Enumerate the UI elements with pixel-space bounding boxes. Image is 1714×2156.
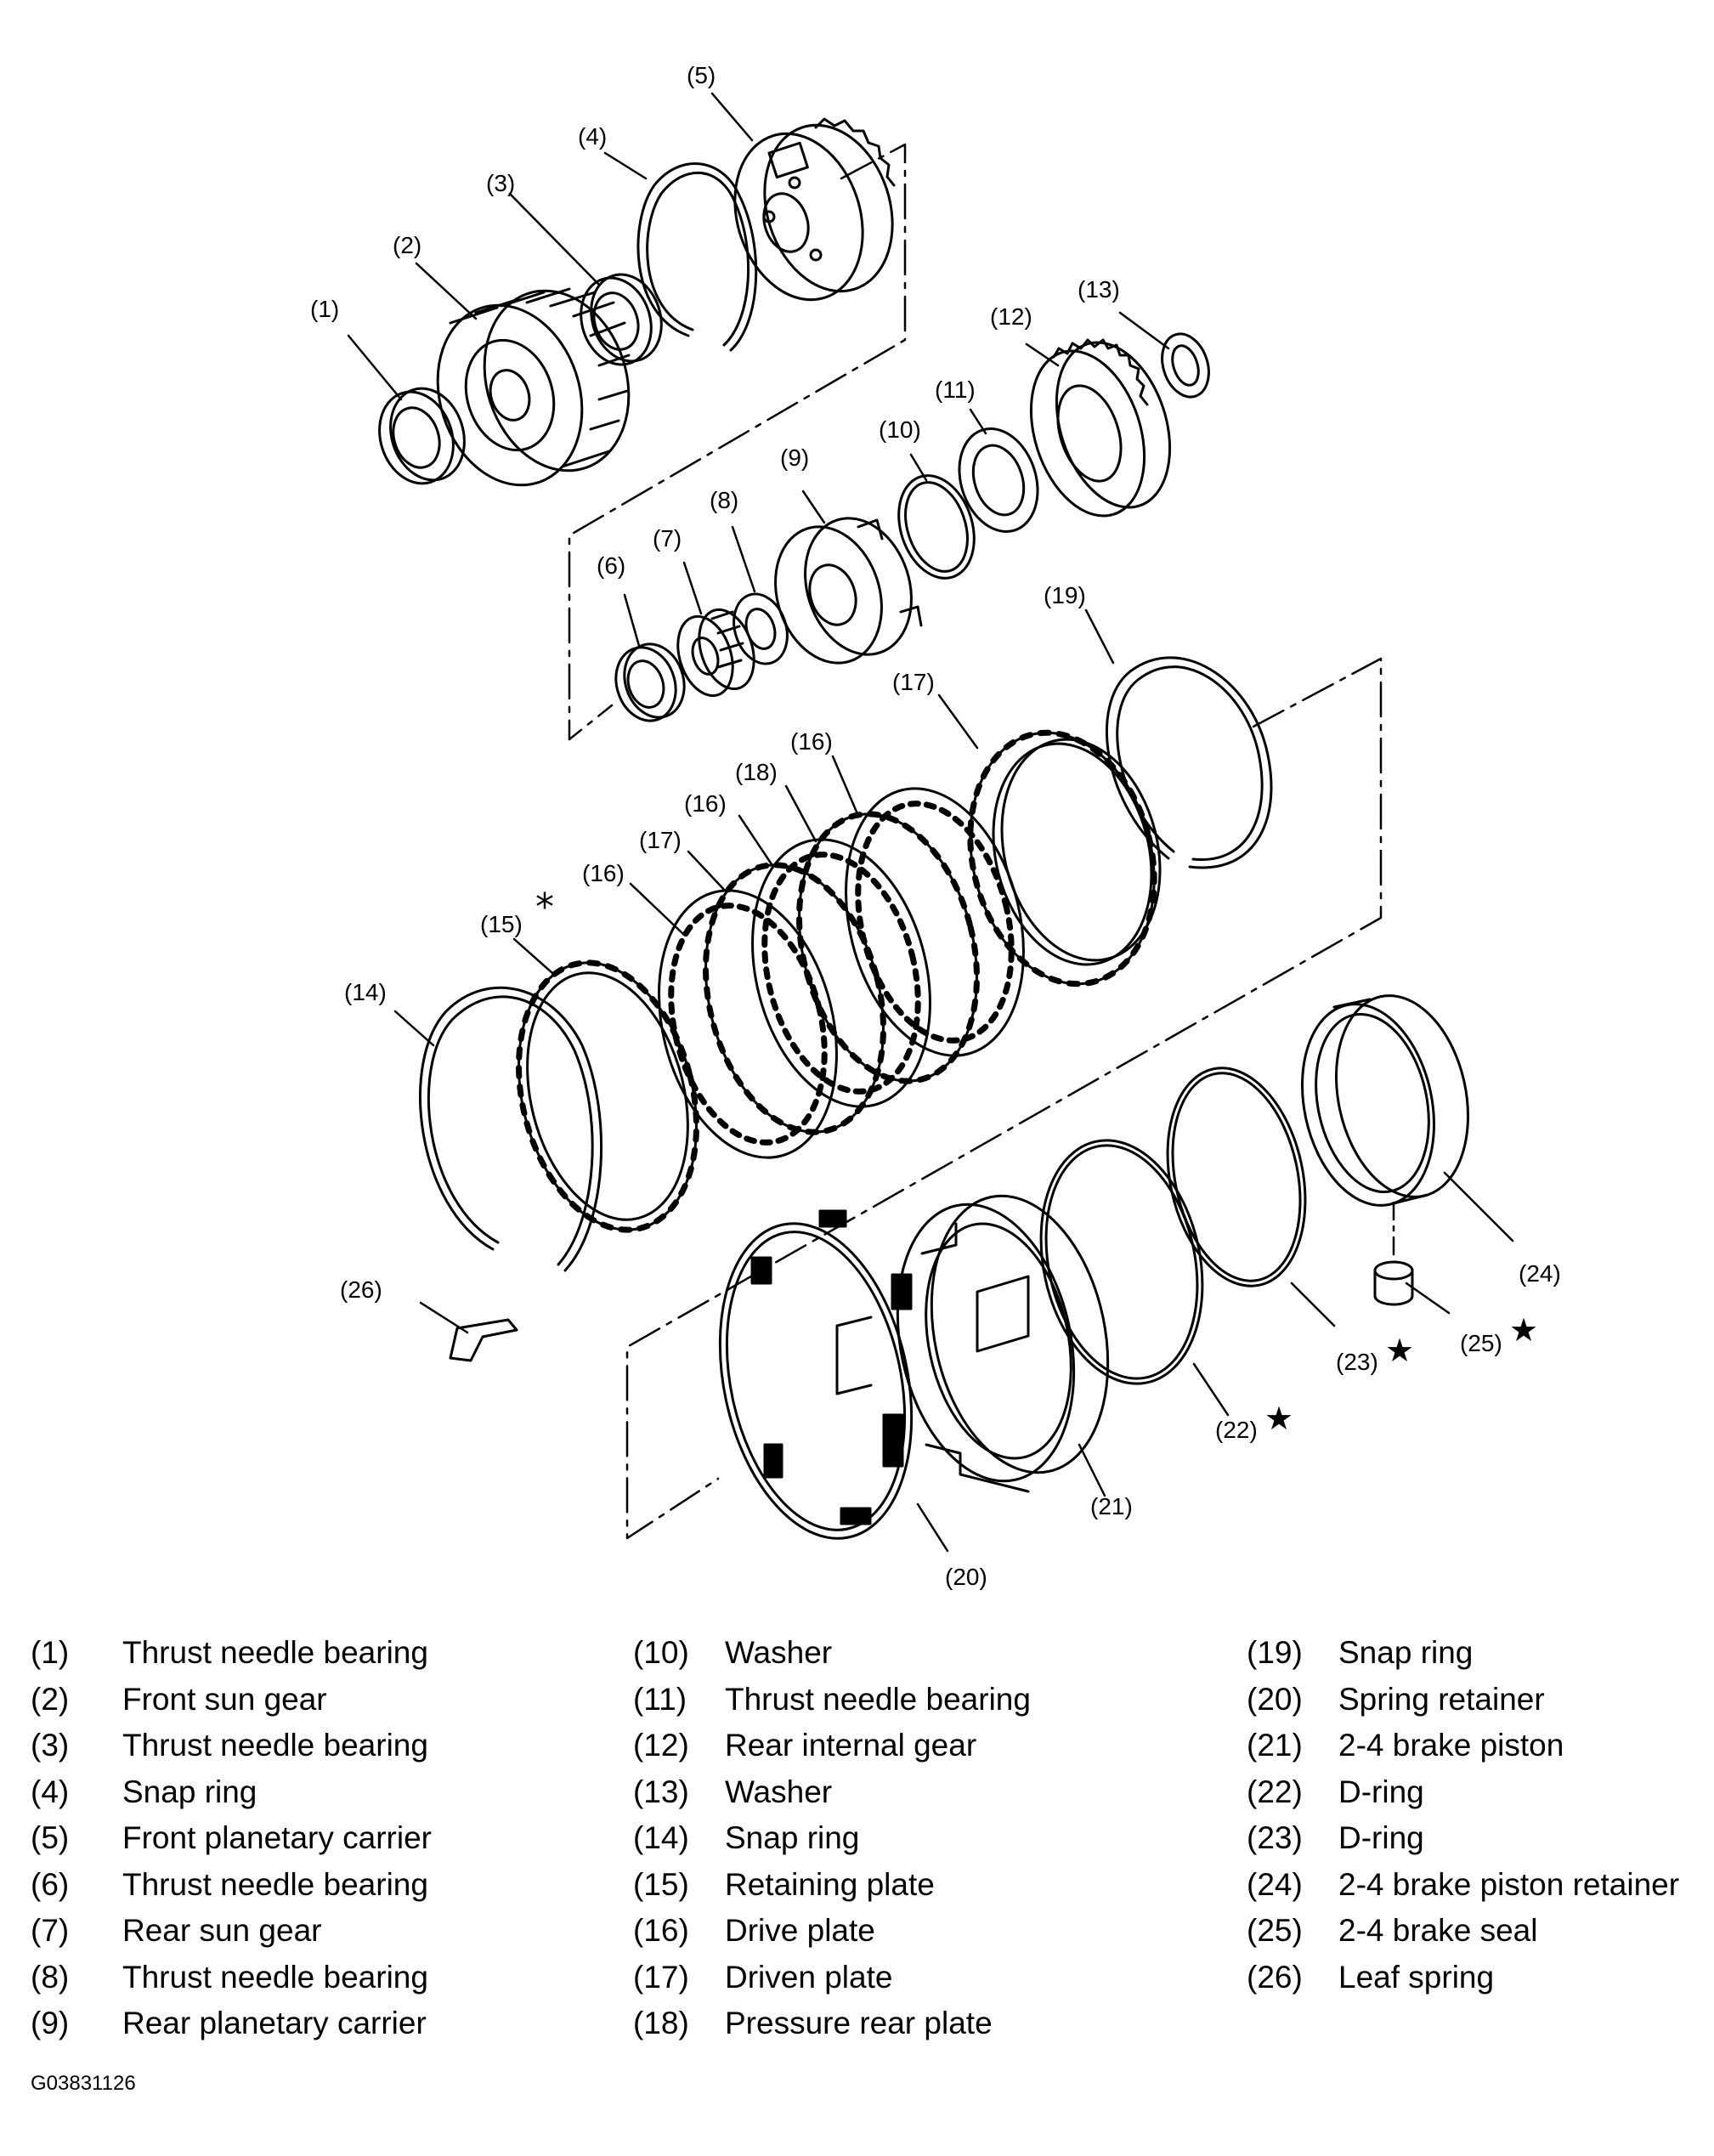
callout-18: (17) xyxy=(892,669,935,695)
exploded-parts-diagram: (1) (2) (3) (4) (5) (6) (7) (8) (9) (10)… xyxy=(310,62,1561,1590)
legend-row: (24)2-4 brake piston retainer xyxy=(1247,1866,1680,1902)
part-18-pressure-rear-plate xyxy=(967,729,1162,987)
callout-5: (5) xyxy=(687,62,716,88)
callout-3: (3) xyxy=(486,170,515,196)
part-10-washer xyxy=(897,474,976,580)
callout-19: (19) xyxy=(1044,582,1086,608)
legend-row: (3)Thrust needle bearing xyxy=(31,1728,428,1763)
legend-row: (20)Spring retainer xyxy=(1247,1681,1545,1717)
part-13-washer xyxy=(1161,332,1210,399)
part-2-front-sun-gear xyxy=(436,287,631,487)
callout-labels: (1) (2) (3) (4) (5) (6) (7) (8) (9) (10)… xyxy=(310,62,1561,1590)
part-25-2-4-brake-seal xyxy=(1373,1201,1414,1306)
callout-15: (15) xyxy=(480,911,523,937)
legend-row: (25)2-4 brake seal xyxy=(1247,1913,1538,1949)
legend-row: (15)Retaining plate xyxy=(633,1866,935,1902)
part-1-thrust-needle-bearing xyxy=(378,387,466,485)
part-12-rear-internal-gear xyxy=(1029,338,1172,518)
legend-row: (21)2-4 brake piston xyxy=(1247,1728,1564,1763)
figure-code: G03831126 xyxy=(31,2072,136,2095)
legend-row: (18)Pressure rear plate xyxy=(633,2006,993,2041)
callout-25: (25) xyxy=(1460,1330,1502,1356)
callout-7: (7) xyxy=(653,525,682,552)
callout-8: (8) xyxy=(710,487,738,513)
callout-22: (22) xyxy=(1215,1417,1258,1443)
callout-20: (20) xyxy=(945,1564,987,1590)
legend-row: (26)Leaf spring xyxy=(1247,1959,1495,1995)
legend-row: (2)Front sun gear xyxy=(31,1681,327,1717)
legend-row: (14)Snap ring xyxy=(633,1820,860,1856)
legend-row: (8)Thrust needle bearing xyxy=(31,1959,428,1995)
star-mark-22: ★ xyxy=(1264,1400,1293,1437)
star-mark-25: ★ xyxy=(1509,1311,1538,1349)
part-19-snap-ring xyxy=(1106,656,1273,869)
callout-16-a: (16) xyxy=(582,860,625,886)
callout-2: (2) xyxy=(393,232,421,258)
callout-17-b: (18) xyxy=(735,759,778,785)
part-14-snap-ring xyxy=(419,986,603,1272)
legend-row: (17)Driven plate xyxy=(633,1959,893,1995)
legend-row: (5)Front planetary carrier xyxy=(31,1820,432,1856)
callout-11: (11) xyxy=(935,376,976,403)
part-5-front-planetary-carrier xyxy=(733,117,896,302)
callout-12: (12) xyxy=(990,303,1032,330)
part-21-2-4-brake-piston xyxy=(835,1194,1110,1493)
callout-16-c: (16) xyxy=(790,728,833,755)
legend-row: (13)Washer xyxy=(633,1774,833,1809)
legend-column-2: (10)Washer (11)Thrust needle bearing (12… xyxy=(633,1630,1194,2047)
part-3-thrust-needle-bearing xyxy=(580,273,663,366)
leader-lines xyxy=(347,92,1514,1553)
part-24-2-4-brake-piston-retainer xyxy=(1301,994,1469,1207)
callout-1: (1) xyxy=(310,296,339,322)
legend-row: (10)Washer xyxy=(633,1635,833,1671)
legend-row: (7)Rear sun gear xyxy=(31,1913,322,1949)
part-8-thrust-needle-bearing xyxy=(733,592,789,665)
legend-row: (23)D-ring xyxy=(1247,1820,1424,1856)
callout-17-a: (17) xyxy=(639,827,682,853)
callout-13: (13) xyxy=(1078,276,1120,303)
legend-row: (22)D-ring xyxy=(1247,1774,1424,1809)
callout-16-b: (16) xyxy=(684,790,727,817)
part-15-retaining-plate xyxy=(516,959,699,1233)
legend-row: (11)Thrust needle bearing xyxy=(633,1681,1031,1717)
asterisk-mark: * xyxy=(535,886,554,929)
legend-row: (12)Rear internal gear xyxy=(633,1728,977,1763)
part-6-thrust-needle-bearing xyxy=(614,642,686,722)
part-16-17-clutch-plates xyxy=(658,787,1025,1159)
callout-26: (26) xyxy=(340,1276,382,1303)
legend-row: (6)Thrust needle bearing xyxy=(31,1866,428,1902)
callout-14: (14) xyxy=(344,979,387,1005)
callout-24: (24) xyxy=(1519,1260,1561,1287)
star-mark-23: ★ xyxy=(1385,1332,1414,1369)
group-boundary-lines xyxy=(568,143,1383,1540)
legend-row: (9)Rear planetary carrier xyxy=(31,2006,427,2041)
legend-column-3: (19)Snap ring (20)Spring retainer (21)2-… xyxy=(1247,1630,1706,2000)
legend-row: (1)Thrust needle bearing xyxy=(31,1635,428,1671)
part-20-spring-retainer xyxy=(718,1209,914,1540)
callout-6: (6) xyxy=(597,552,625,579)
callout-21: (21) xyxy=(1090,1493,1133,1519)
callout-10: (10) xyxy=(879,416,921,443)
part-11-thrust-needle-bearing xyxy=(958,427,1039,534)
part-26-leaf-spring xyxy=(449,1318,518,1362)
legend-row: (16)Drive plate xyxy=(633,1913,875,1949)
part-23-d-ring xyxy=(1166,1067,1307,1287)
part-22-d-ring xyxy=(1039,1139,1204,1385)
part-9-rear-planetary-carrier xyxy=(774,517,923,665)
legend-row: (4)Snap ring xyxy=(31,1774,257,1809)
part-4-snap-ring xyxy=(636,162,758,352)
callout-23: (23) xyxy=(1336,1349,1378,1375)
callout-9: (9) xyxy=(780,444,809,471)
legend-column-1: (1)Thrust needle bearing (2)Front sun ge… xyxy=(31,1630,574,2047)
callout-4: (4) xyxy=(578,123,607,150)
part-7-rear-sun-gear xyxy=(676,608,755,698)
legend-row: (19)Snap ring xyxy=(1247,1635,1474,1671)
